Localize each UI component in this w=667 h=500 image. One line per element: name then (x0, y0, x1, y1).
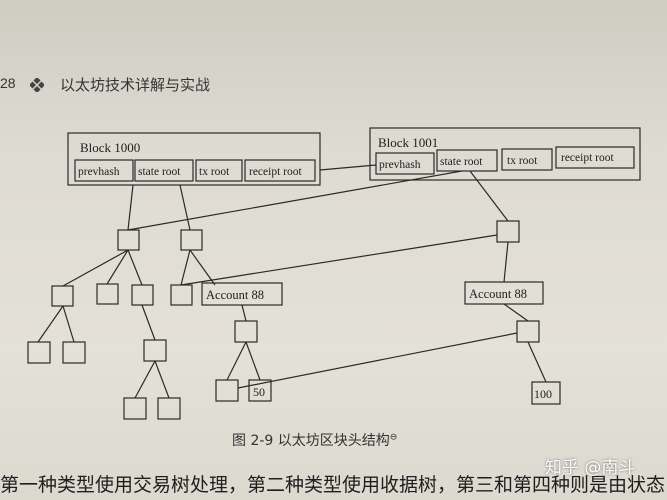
tree-node (62, 341, 86, 364)
block-1001-receiptroot-box (555, 146, 635, 169)
block-1000-box (67, 132, 321, 186)
block-right-title: Block 1001 (378, 135, 438, 150)
block-1001-box (369, 127, 641, 181)
value-left-label: 50 (253, 385, 265, 399)
body-text-line: 第一种类型使用交易树处理，第二种类型使用收据树，第三和第四种则是由状态 (0, 474, 666, 496)
block-right-field-stateroot: state root (440, 156, 483, 168)
block-1001-stateroot-box (436, 149, 498, 172)
tree-node (157, 397, 181, 420)
block-right-field-receiptroot: receipt root (561, 152, 614, 164)
page-number: 28 (0, 75, 16, 91)
tree-node (496, 220, 520, 243)
tree-node (215, 379, 239, 402)
account-right-label: Account 88 (469, 287, 527, 301)
block-1000-receiptroot-box (244, 159, 316, 182)
figure-caption: 图 2-9 以太坊区块头结构⊖ (232, 430, 397, 450)
tree-node (51, 285, 74, 307)
tree-node (131, 284, 154, 306)
block-left-field-stateroot: state root (138, 166, 181, 178)
tree-node (143, 339, 167, 362)
tree-node (180, 229, 203, 251)
block-1000-prevhash-box (74, 159, 134, 182)
tree-node (170, 284, 193, 306)
account-left-label: Account 88 (206, 288, 264, 302)
block-left-field-txroot: tx root (199, 166, 230, 178)
book-title: 以太坊技术详解与实战 (60, 76, 211, 94)
caption-footnote-mark: ⊖ (389, 432, 398, 443)
block-1001-txroot-box (501, 148, 553, 171)
block-1000-stateroot-box (134, 159, 194, 182)
block-1001-prevhash-box (375, 152, 435, 175)
block-left-field-prevhash: prevhash (78, 166, 120, 178)
tree-node (123, 397, 147, 420)
block-left-title: Block 1000 (80, 140, 140, 155)
value-right-label: 100 (534, 387, 552, 401)
tree-node (234, 320, 258, 343)
watermark: 知乎 @南斗 (545, 458, 636, 478)
block-right-field-txroot: tx root (507, 155, 538, 167)
tree-node (96, 283, 119, 305)
tree-node (117, 229, 140, 251)
tree-node (27, 341, 51, 364)
block-left-field-receiptroot: receipt root (249, 166, 302, 178)
diamond-ornament-icon (30, 78, 44, 92)
block-right-field-prevhash: prevhash (379, 159, 421, 171)
caption-text: 图 2-9 以太坊区块头结构 (232, 433, 390, 449)
tree-node (516, 320, 540, 343)
block-1000-txroot-box (195, 159, 243, 182)
